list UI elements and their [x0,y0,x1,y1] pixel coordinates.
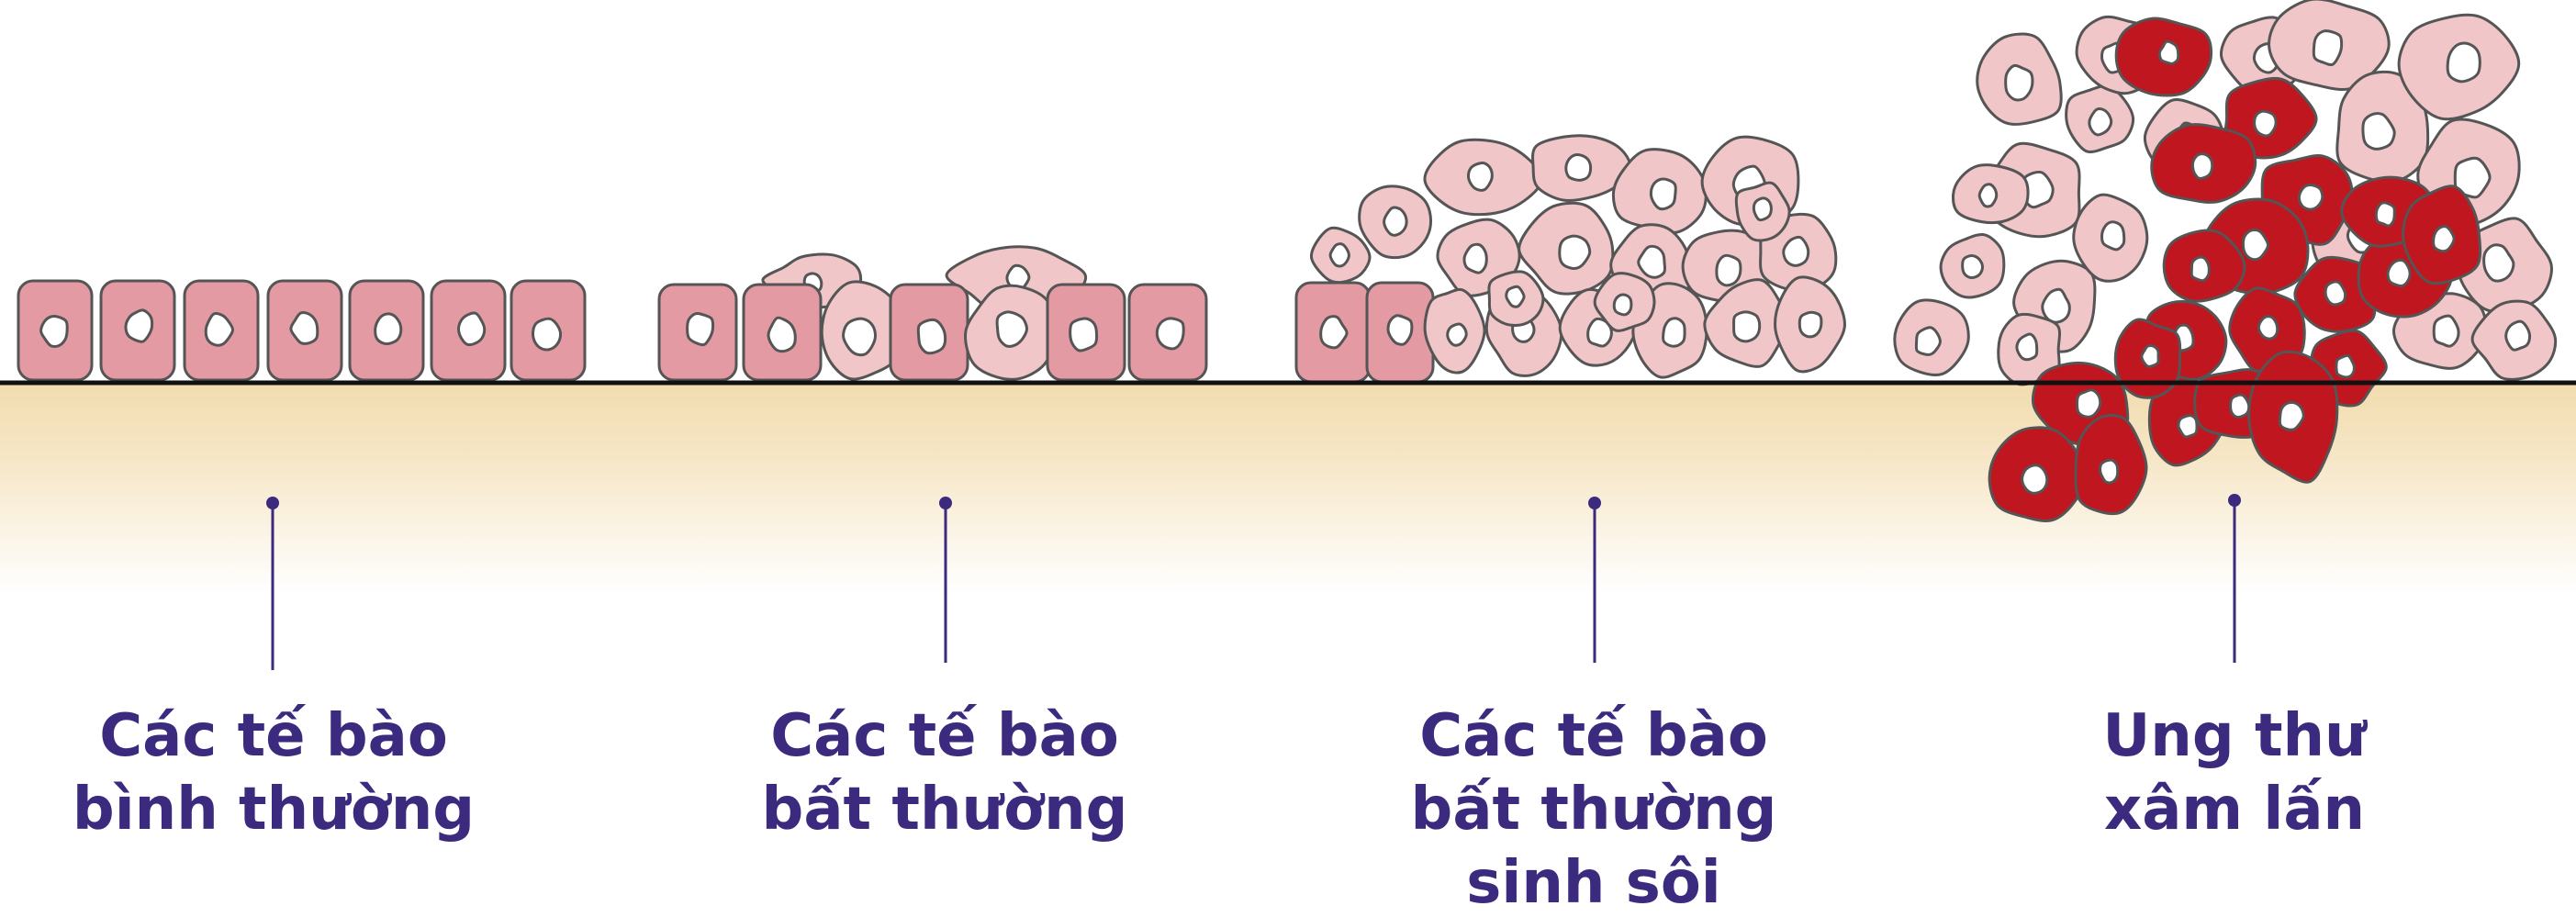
cell-nucleus [1614,295,1631,315]
cell-nucleus [1070,319,1097,351]
cell-nucleus [1468,162,1492,190]
abnormal-cell [2399,15,2519,119]
normal-cell [350,281,423,380]
cell-nucleus [2178,416,2197,437]
cell-nucleus [2006,65,2033,100]
cell-nucleus [1663,319,1686,346]
cell-nucleus [1464,244,1486,273]
stage-label-line: sinh sôi [1355,846,1832,917]
cell-nucleus [1560,236,1590,268]
cell-nucleus [2231,395,2249,417]
cell-nucleus [688,313,713,344]
cell-nucleus [2100,460,2118,483]
cell-nucleus [2192,154,2212,179]
cell-nucleus [1784,237,1809,265]
normal-cell [18,281,92,380]
normal-cell [185,281,258,380]
normal-cell [268,281,342,380]
cell-nucleus [1717,255,1741,285]
cell-nucleus [2325,282,2345,305]
cell-nucleus [1734,312,1760,341]
stage-label-line: bất thường [706,773,1183,846]
cell-nucleus [1388,316,1412,344]
stage-label-line: Ung thư [1996,699,2473,773]
cell-nucleus [2022,465,2047,493]
normal-cell [1047,285,1125,380]
stage-label-line: Các tế bào [1355,699,1832,773]
abnormal-cell [1489,272,1543,326]
cell-nucleus [1566,154,1591,180]
cell-nucleus [1330,244,1349,266]
cell-nucleus [2336,355,2355,377]
cell-nucleus [997,312,1026,347]
cell-nucleus [918,319,945,352]
stage-label-line: xâm lấn [1996,773,2473,846]
normal-cell [659,285,736,380]
cell-nucleus [1448,324,1467,345]
cell-nucleus [2299,185,2322,209]
normal-cell [101,281,174,380]
cancer-cell [2116,18,2211,95]
normal-cell [511,281,585,380]
cell-nucleus [2447,43,2480,82]
cell-nucleus [2434,316,2458,346]
cell-nucleus [2142,346,2158,367]
abnormal-cell [1425,140,1541,214]
stage-label-normal: Các tế bào bình thường [35,699,512,846]
cell-nucleus [2376,203,2394,226]
cell-nucleus [1979,185,1997,207]
cell-nucleus [459,313,485,345]
cell-nucleus [2279,402,2303,430]
cell-nucleus [2434,227,2454,252]
cell-nucleus [2078,390,2100,417]
normal-cell [431,281,505,380]
abnormal-cell [1311,228,1370,282]
cell-nucleus [1963,256,1983,278]
stage-label-invasive: Ung thư xâm lấn [1996,699,2473,846]
normal-cell [1129,285,1206,380]
cell-nucleus [2089,109,2111,135]
cell-nucleus [2388,260,2410,285]
abnormal-cell [1954,165,2029,223]
cell-nucleus [1157,319,1183,349]
abnormal-cell [1775,277,1845,372]
cell-nucleus [1506,286,1524,307]
cell-nucleus [375,314,401,344]
cell-nucleus [768,318,795,352]
cell-nucleus [2258,317,2277,339]
normal-cell [1296,283,1370,382]
abnormal-cell [1941,234,2004,296]
cell-nucleus [2191,257,2209,280]
cancer-cell [2152,125,2256,203]
stage-label-proliferating: Các tế bào bất thường sinh sôi [1355,699,1832,917]
cell-nucleus [2017,334,2037,360]
cell-nucleus [1916,328,1940,355]
cancer-cell [2115,319,2179,397]
stage-label-line: Các tế bào [706,699,1183,773]
stage-label-abnormal: Các tế bào bất thường [706,699,1183,846]
cell-nucleus [2255,111,2277,136]
cell-nucleus [1384,207,1407,235]
cell-nucleus [1799,312,1821,337]
cell-nucleus [2243,229,2268,259]
stage-label-line: Các tế bào [35,699,512,773]
cell-nucleus [2506,321,2530,350]
cell-nucleus [1753,198,1771,220]
abnormal-cell [1895,300,1968,375]
cancer-cell [1989,428,2085,521]
normal-cell [1367,283,1433,382]
abnormal-cell [1360,186,1431,258]
normal-cell [890,285,968,380]
cell-nucleus [2102,222,2124,250]
normal-cell [744,285,821,380]
cell-nucleus [1651,179,1675,209]
abnormal-cell [1977,34,2061,124]
stage-label-line: bất thường [1355,773,1832,846]
cell-nucleus [532,319,560,350]
cell-nucleus [2313,31,2341,65]
stage-label-line: bình thường [35,773,512,846]
abnormal-cell [2066,86,2134,152]
